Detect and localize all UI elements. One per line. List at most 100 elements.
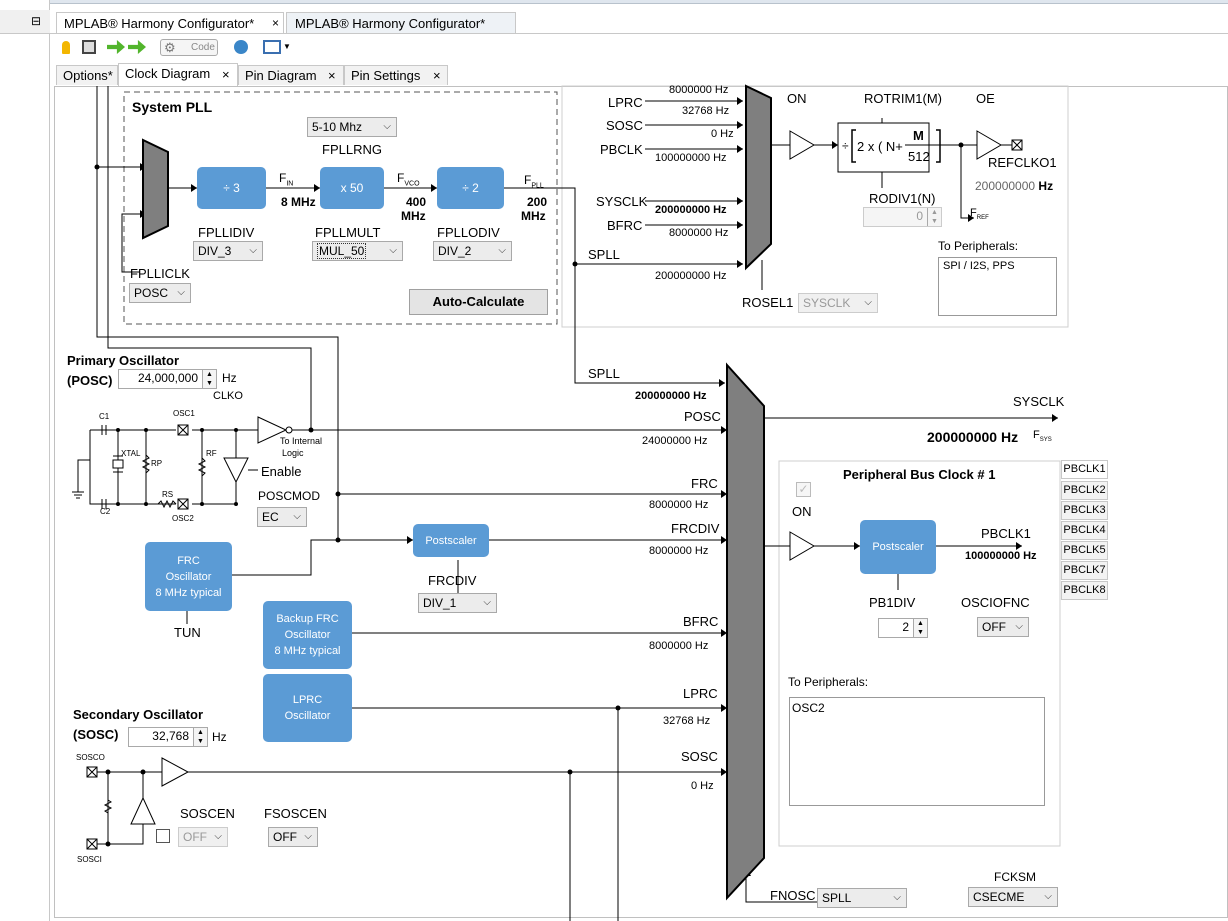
window-layout-icon[interactable]	[263, 40, 281, 54]
enable-label: Enable	[261, 464, 302, 479]
close-icon[interactable]: ×	[272, 16, 280, 30]
sosci-label: SOSCI	[77, 855, 102, 864]
spinner-arrows-icon: ▲▼	[927, 208, 941, 226]
tab-pin-diagram[interactable]: Pin Diagram ×	[238, 65, 344, 85]
tab-pbclk2[interactable]: PBCLK2	[1061, 481, 1108, 500]
posc-title: Primary Oscillator	[67, 353, 179, 368]
fsoscen-select[interactable]: OFF⌵	[268, 827, 318, 847]
left-panel	[0, 0, 50, 921]
posc-frequency-input[interactable]: 24,000,000▲▼	[118, 369, 217, 389]
chevron-down-icon: ⌵	[304, 831, 312, 842]
fsoscen-label: FSOSCEN	[264, 806, 327, 821]
main-mux-input-value: 8000000 Hz	[649, 640, 709, 652]
rp-label: RP	[151, 459, 163, 468]
refclk-panel-frame	[561, 85, 1069, 328]
refclk-white	[563, 87, 564, 88]
logic-label: Logic	[282, 448, 304, 458]
sosc-frequency-input[interactable]: 32,768▲▼	[128, 727, 208, 747]
fin-label: FIN	[279, 171, 294, 188]
posc-unit: Hz	[222, 371, 237, 385]
tab-pbclk3[interactable]: PBCLK3	[1061, 501, 1108, 520]
refclk-input-name: SYSCLK	[596, 194, 648, 209]
fpllmult-select[interactable]: MUL_50⌵	[312, 241, 403, 261]
fpllicl-select[interactable]: POSC⌵	[129, 283, 191, 303]
fref-label: FREF	[970, 207, 989, 222]
close-icon[interactable]: ×	[433, 68, 441, 83]
soscen-select[interactable]: OFF⌵	[178, 827, 228, 847]
editor-tab-1-label: MPLAB® Harmony Configurator*	[64, 16, 255, 31]
frcdiv-label: FRCDIV	[428, 573, 477, 588]
pbclk-on-checkbox[interactable]: ✓	[796, 482, 811, 497]
fpllidiv-select[interactable]: DIV_3⌵	[193, 241, 263, 261]
pbclk-peripherals-box: OSC2	[789, 697, 1045, 806]
tab-pbclk1[interactable]: PBCLK1	[1061, 460, 1108, 479]
main-mux-input-value: 32768 Hz	[663, 715, 711, 727]
chevron-down-icon: ⌵	[498, 245, 506, 256]
close-icon[interactable]: ×	[222, 67, 230, 82]
fsys-label: FSYS	[1033, 429, 1052, 444]
soscen-checkbox[interactable]	[156, 829, 170, 843]
editor-tab-2[interactable]: MPLAB® Harmony Configurator*	[286, 12, 516, 33]
main-mux-input-value: 8000000 Hz	[649, 499, 709, 511]
to-internal-label: To Internal	[280, 436, 323, 446]
tab-pin-settings[interactable]: Pin Settings ×	[344, 65, 448, 85]
pbclk-to-peripherals-label: To Peripherals:	[788, 675, 869, 689]
collapse-icon[interactable]: ⊟	[31, 14, 42, 28]
refclk-input-value: 0 Hz	[711, 128, 734, 140]
spinner-arrows-icon: ▲▼	[202, 370, 216, 388]
poscmod-select[interactable]: EC⌵	[257, 507, 307, 527]
editor-tab-1[interactable]: MPLAB® Harmony Configurator* ×	[56, 12, 284, 33]
chevron-down-icon: ⌵	[293, 511, 301, 522]
tab-pbclk5[interactable]: PBCLK5	[1061, 541, 1108, 560]
close-icon[interactable]: ×	[328, 68, 336, 83]
posc-title-2: (POSC)	[67, 373, 113, 388]
pbclk-on-label: ON	[792, 504, 812, 519]
refclko-label: REFCLKO1	[988, 155, 1057, 170]
globe-icon[interactable]	[234, 40, 248, 54]
sosc-title-2: (SOSC)	[73, 727, 119, 742]
fpllrng-label: FPLLRNG	[322, 142, 382, 157]
fpll-unit: MHz	[521, 209, 546, 223]
generate-code-label: Code	[191, 42, 215, 53]
fpllodiv-select[interactable]: DIV_2⌵	[433, 241, 512, 261]
refclk-input-value: 200000000 Hz	[655, 270, 727, 282]
main-mux-input-name: LPRC	[683, 686, 718, 701]
generate-code-button[interactable]: ⚙ Code	[160, 39, 218, 56]
sysclk-value: 200000000 Hz	[927, 429, 1019, 445]
main-mux-input-name: BFRC	[683, 614, 719, 629]
tab-pbclk8[interactable]: PBCLK8	[1061, 581, 1108, 600]
rosel-select[interactable]: SYSCLK⌵	[798, 293, 878, 313]
oe-label: OE	[976, 91, 995, 106]
lightbulb-icon[interactable]	[62, 41, 70, 54]
chevron-down-icon[interactable]: ▼	[283, 42, 291, 51]
fnosc-select[interactable]: SPLL⌵	[817, 888, 907, 908]
save-icon[interactable]	[82, 40, 96, 54]
chevron-down-icon: ⌵	[1044, 891, 1052, 902]
auto-calculate-button[interactable]: Auto-Calculate	[409, 289, 548, 315]
pbclk-value: 100000000 Hz	[965, 550, 1037, 562]
tab-clock-diagram[interactable]: Clock Diagram ×	[118, 63, 238, 87]
rotrim-label: ROTRIM1(M)	[864, 91, 942, 106]
c2-label: C2	[100, 507, 111, 516]
fin-value: 8 MHz	[281, 195, 316, 209]
frc-postscaler-block: Postscaler	[413, 524, 489, 557]
fcksm-select[interactable]: CSECME⌵	[968, 887, 1058, 907]
fpllrng-select[interactable]: 5-10 Mhz⌵	[307, 117, 397, 137]
tab-pbclk7[interactable]: PBCLK7	[1061, 561, 1108, 580]
tab-pbclk4[interactable]: PBCLK4	[1061, 521, 1108, 540]
pbdiv-spinner[interactable]: 2▲▼	[878, 618, 928, 638]
refclk-input-name: SPLL	[588, 247, 620, 262]
refclk-input-value: 100000000 Hz	[655, 152, 727, 164]
gear-icon: ⚙	[164, 40, 176, 55]
main-mux-input-name: FRC	[691, 476, 718, 491]
frcdiv-select[interactable]: DIV_1⌵	[418, 593, 497, 613]
pbdiv-label: PB1DIV	[869, 595, 916, 610]
refclk-on-label: ON	[787, 91, 807, 106]
tab-options[interactable]: Options*	[56, 65, 118, 85]
main-mux-input-name: SPLL	[588, 366, 620, 381]
rf-label: RF	[206, 449, 217, 458]
osciofnc-select[interactable]: OFF⌵	[977, 617, 1029, 637]
rodiv-spinner[interactable]: 0▲▼	[863, 207, 942, 227]
fpllicl-label: FPLLICLK	[130, 266, 190, 281]
